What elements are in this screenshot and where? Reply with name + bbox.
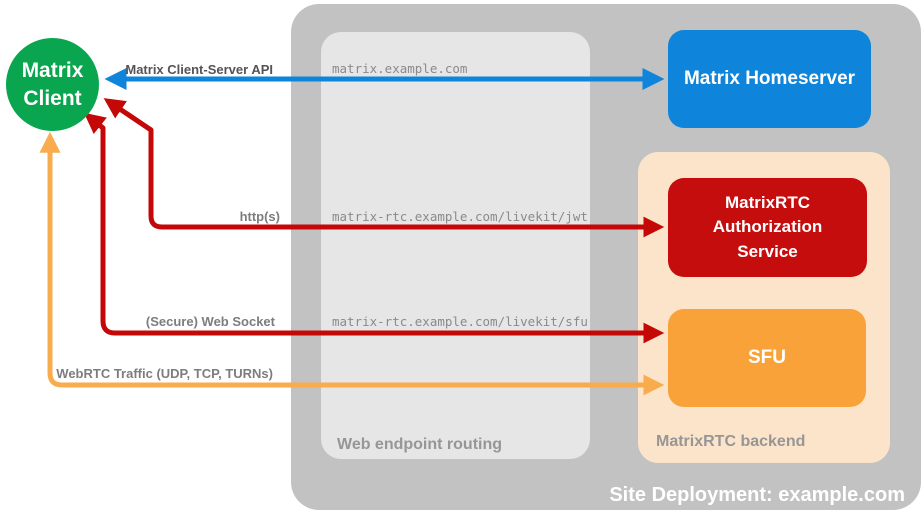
- matrix-homeserver-node: Matrix Homeserver: [668, 30, 871, 128]
- site-deployment-label: Site Deployment: example.com: [609, 484, 905, 506]
- sfu-label: SFU: [748, 347, 786, 368]
- label-secure-web-socket: (Secure) Web Socket: [145, 314, 275, 329]
- auth-service-label-line3: Service: [737, 241, 798, 261]
- matrix-homeserver-label: Matrix Homeserver: [683, 68, 856, 89]
- auth-service-label-line1: MatrixRTC: [724, 192, 810, 212]
- endpoint-livekit-sfu: matrix-rtc.example.com/livekit/sfu: [332, 314, 588, 329]
- label-https: http(s): [239, 209, 280, 224]
- auth-service-label-line2: Authorization: [712, 217, 823, 237]
- label-matrix-client-server-api: Matrix Client-Server API: [125, 62, 273, 77]
- label-webrtc-traffic: WebRTC Traffic (UDP, TCP, TURNs): [56, 366, 273, 381]
- endpoint-livekit-jwt: matrix-rtc.example.com/livekit/jwt: [332, 209, 588, 224]
- sfu-node: SFU: [668, 309, 866, 407]
- endpoint-matrix-example-com: matrix.example.com: [332, 61, 468, 76]
- web-endpoint-routing-label: Web endpoint routing: [337, 436, 503, 453]
- matrixrtc-backend-label: MatrixRTC backend: [656, 433, 806, 450]
- matrixrtc-authorization-service-node: MatrixRTC Authorization Service: [668, 178, 867, 277]
- web-endpoint-routing-container: [321, 32, 590, 459]
- matrix-client-label-line1: Matrix: [21, 59, 84, 83]
- matrix-client-node: Matrix Client: [6, 38, 99, 131]
- matrix-client-label-line2: Client: [23, 86, 82, 110]
